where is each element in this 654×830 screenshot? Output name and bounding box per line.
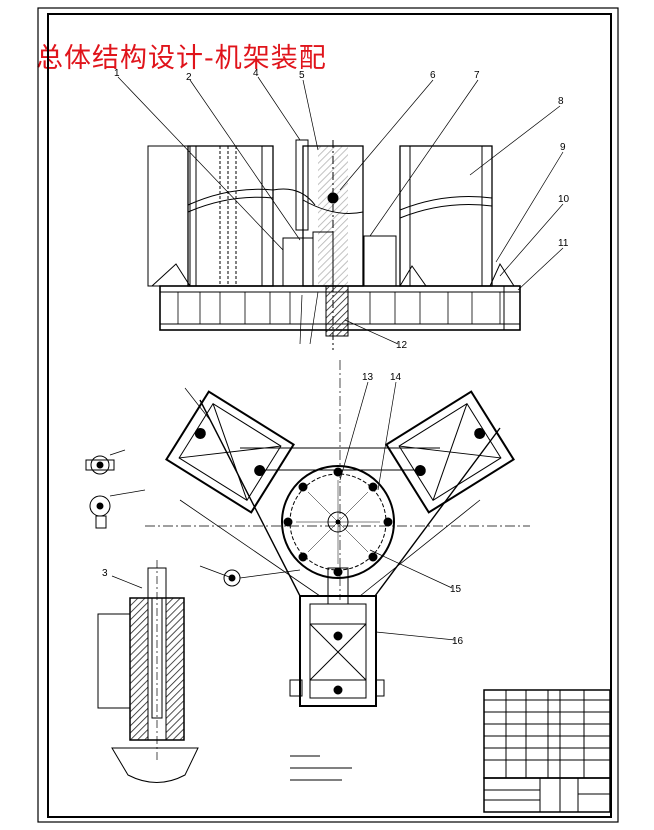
callout-3: 3 [102,568,108,579]
inner-border [47,13,612,818]
callout-2: 2 [186,72,192,83]
callout-10: 10 [558,194,570,205]
callout-1: 1 [114,68,120,79]
title-block [483,689,611,813]
callout-6: 6 [430,70,436,81]
callout-14: 14 [390,372,402,383]
callout-12: 12 [396,340,408,351]
callout-7: 7 [474,70,480,81]
callout-5: 5 [299,70,305,81]
callout-labels: 1 2 4 5 6 7 8 9 10 11 12 13 14 3 15 16 [102,68,570,647]
technical-notes [290,755,352,781]
drawing-title: 总体结构设计-机架装配 [36,43,327,74]
callout-11: 11 [558,238,569,249]
outer-border [37,7,619,823]
callout-9: 9 [560,142,566,153]
callout-4: 4 [253,68,259,79]
callout-16: 16 [452,636,464,647]
plan-view [145,360,530,707]
callout-8: 8 [558,96,564,107]
callout-15: 15 [450,584,462,595]
front-view [117,76,564,350]
section-view [97,560,199,783]
detail-sketches [85,449,146,529]
callout-13: 13 [362,372,374,383]
